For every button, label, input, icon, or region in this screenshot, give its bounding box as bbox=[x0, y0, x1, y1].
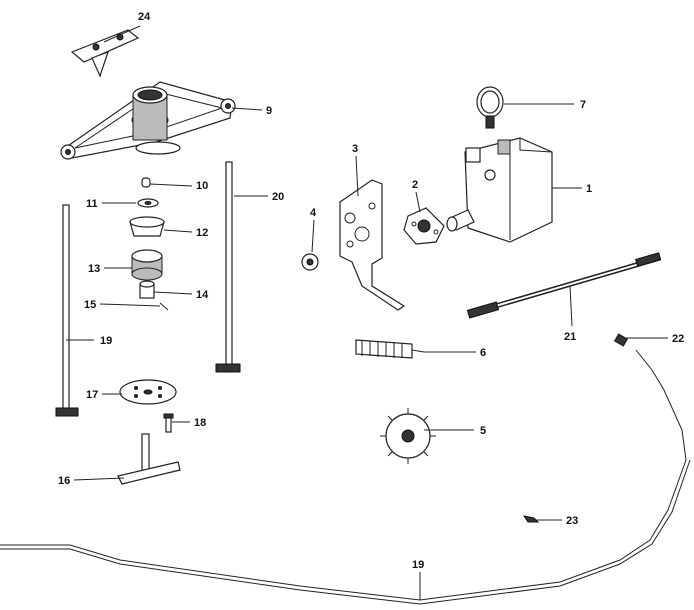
part-11-washer bbox=[137, 198, 159, 208]
part-22-clip bbox=[522, 515, 540, 523]
callout-14: 14 bbox=[196, 289, 209, 301]
part-7-pressure-gauge bbox=[476, 86, 504, 129]
callout-4: 4 bbox=[310, 207, 317, 219]
part-12-cup bbox=[129, 216, 165, 237]
part-10-knob bbox=[141, 177, 151, 188]
leader-lines bbox=[66, 25, 668, 600]
part-16-post-base bbox=[117, 433, 181, 485]
callout-15: 15 bbox=[84, 299, 96, 311]
callout-10: 10 bbox=[196, 180, 208, 192]
part-19-rod-left bbox=[55, 204, 79, 417]
part-19-rod-right bbox=[215, 161, 241, 373]
part-13-drum bbox=[131, 249, 163, 281]
callout-9: 9 bbox=[266, 105, 272, 117]
part-2-gasket bbox=[403, 207, 445, 245]
part-23-hose bbox=[466, 252, 662, 319]
part-21-fitting bbox=[613, 333, 629, 347]
callout-7: 7 bbox=[580, 99, 586, 111]
part-9-belt-frame bbox=[60, 81, 236, 160]
callout-6: 6 bbox=[480, 347, 486, 359]
callout-18: 18 bbox=[194, 417, 206, 429]
part-15-pin bbox=[159, 302, 169, 311]
part-4-small-sprocket bbox=[301, 253, 319, 271]
part-20-tube bbox=[0, 349, 691, 605]
callout-17: 17 bbox=[86, 389, 98, 401]
part-18-screw bbox=[163, 413, 174, 433]
part-1-pump bbox=[446, 137, 553, 243]
part-5-large-sprocket bbox=[380, 408, 436, 464]
callout-13: 13 bbox=[88, 263, 100, 275]
callout-1: 1 bbox=[586, 183, 592, 195]
callout-2: 2 bbox=[412, 179, 418, 191]
callout-22: 23 bbox=[566, 515, 578, 527]
part-6-chain bbox=[355, 339, 425, 359]
callout-23: 21 bbox=[564, 331, 576, 343]
part-24-bracket bbox=[70, 29, 140, 78]
callout-5: 5 bbox=[480, 425, 486, 437]
callout-labels: 24 9 7 1 2 3 4 6 5 10 11 12 13 14 15 19 … bbox=[58, 11, 684, 571]
part-17-disk bbox=[119, 379, 177, 405]
callout-19-left: 19 bbox=[100, 335, 112, 347]
callout-19-right: 20 bbox=[272, 191, 284, 203]
part-3-mounting-plate bbox=[339, 179, 406, 311]
callout-11: 11 bbox=[86, 198, 98, 210]
callout-16: 16 bbox=[58, 475, 70, 487]
callout-20: 19 bbox=[412, 559, 424, 571]
part-14-bushing bbox=[139, 280, 155, 299]
callout-3: 3 bbox=[352, 143, 358, 155]
callout-24: 24 bbox=[138, 11, 151, 23]
callout-21: 22 bbox=[672, 333, 684, 345]
callout-12: 12 bbox=[196, 227, 208, 239]
